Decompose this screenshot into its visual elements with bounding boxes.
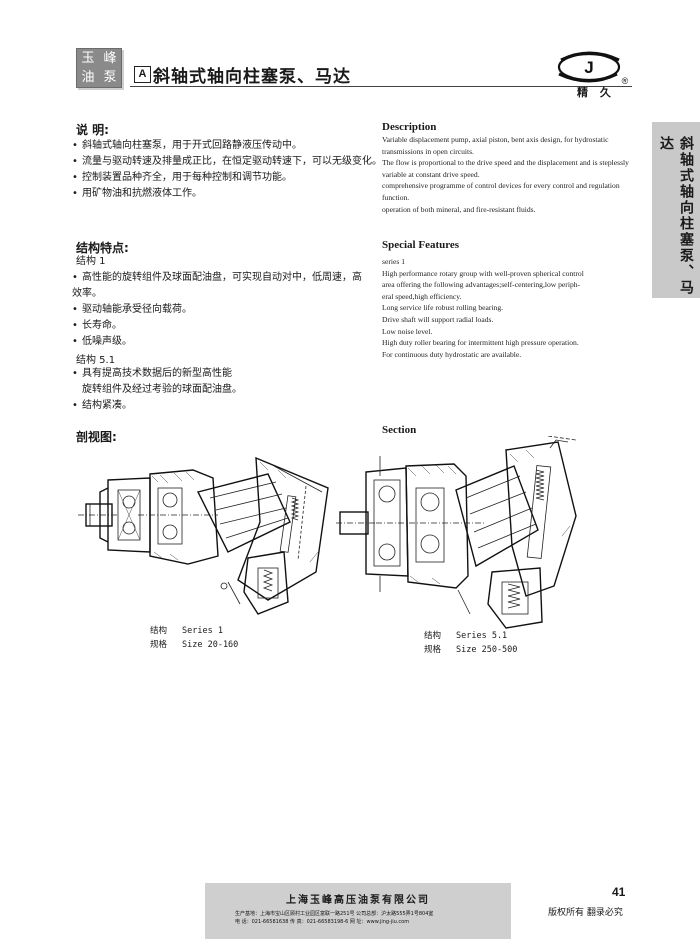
page-number: 41 <box>612 885 626 899</box>
copyright-notice: 版权所有 翻录必究 <box>548 908 623 918</box>
text-line: High performance rotary group with well-… <box>382 268 584 278</box>
list-item: 斜轴式轴向柱塞泵，用于开式回路静液压传动中。 <box>72 138 382 154</box>
text-line: For continuous duty hydrostatic are avai… <box>382 349 522 359</box>
list-item: 控制装置品种齐全，用于每种控制和调节功能。 <box>72 170 382 186</box>
features-heading-en: Special Features <box>382 239 460 251</box>
text-line: variable at constant drive speed. <box>382 169 480 179</box>
text-line: Long service life robust rolling bearing… <box>382 303 504 313</box>
footer-contact: 电 话：021-66581638 传 真：021-66583198-6 网 址：… <box>235 919 410 925</box>
text-line: Variable displacement pump, axial piston… <box>382 135 609 144</box>
footer-box: 上海玉峰高压油泵有限公司 生产基地：上海市宝山区顾村工业园区富联一路251号 公… <box>205 883 511 939</box>
text-line: comprehensive programme of control devic… <box>382 181 620 191</box>
header-rule <box>130 86 632 87</box>
list-item: 用矿物油和抗燃液体工作。 <box>72 186 382 202</box>
logo-char: 油 <box>81 70 95 85</box>
logo-char: 峰 <box>103 51 117 66</box>
company-logo: 玉 峰 油 泵 <box>76 48 122 88</box>
section-drawing-series1 <box>78 456 329 615</box>
series51-label: 结构 5.1 <box>76 355 116 366</box>
series1-features-list-cont: 驱动轴能承受径向载荷。 长寿命。 低噪声级。 <box>72 302 372 350</box>
text-line: High duty roller bearing for intermitten… <box>382 338 579 348</box>
caption-key: 结构 <box>150 626 168 636</box>
caption-value: Size 20-160 <box>182 640 239 650</box>
description-list-cn: 斜轴式轴向柱塞泵，用于开式回路静液压传动中。 流量与驱动转速及排量成正比，在恒定… <box>72 138 382 202</box>
side-tab: 斜轴式轴向柱塞泵、马达 <box>652 122 700 298</box>
registered-mark: ® <box>622 76 629 86</box>
text-line: Low noise level. <box>382 326 433 336</box>
caption-key: 结构 <box>424 631 442 641</box>
list-item: 驱动轴能承受径向载荷。 <box>72 302 372 318</box>
features-heading-cn: 结构特点: <box>76 241 129 255</box>
caption-value: Size 250-500 <box>456 645 518 655</box>
caption-value: Series 1 <box>182 626 223 636</box>
page-title: 斜轴式轴向柱塞泵、马达 <box>153 67 351 87</box>
section-drawing-series51 <box>336 436 577 629</box>
text-line: The flow is proportional to the drive sp… <box>382 158 629 168</box>
caption-series1: 结构 Series 1 规格 Size 20-160 <box>150 624 238 652</box>
text-line: operation of both mineral, and fire-resi… <box>382 204 536 214</box>
series51-features-list: 具有提高技术数据后的新型高性能 <box>72 366 372 382</box>
list-item-continuation: 效率。 <box>72 288 102 299</box>
brand-logo-icon: J ® <box>557 51 629 86</box>
text-line: series 1 <box>382 257 405 266</box>
description-heading-en: Description <box>382 121 437 133</box>
text-line: transmissions in open circuits. <box>382 146 474 156</box>
brand-name: 精 久 <box>577 86 615 99</box>
list-item: 结构紧凑。 <box>72 398 372 414</box>
list-item-text: 高性能的旋转组件及球面配油盘，可实现自动对中，低周速，高 <box>82 272 362 283</box>
caption-series51: 结构 Series 5.1 规格 Size 250-500 <box>424 629 517 657</box>
list-item: 长寿命。 <box>72 318 372 334</box>
logo-char: 玉 <box>81 51 95 66</box>
series1-features-list: 高性能的旋转组件及球面配油盘，可实现自动对中，低周速，高 <box>72 270 372 286</box>
caption-key: 规格 <box>150 640 168 650</box>
section-heading-en: Section <box>382 424 417 436</box>
footer-address: 生产基地：上海市宝山区顾村工业园区富联一路251号 公司总部：沪太路555弄1号… <box>235 911 434 917</box>
footer-company: 上海玉峰高压油泵有限公司 <box>286 895 430 906</box>
text-line: area offering the following advantages;s… <box>382 280 581 290</box>
text-line: function. <box>382 192 410 202</box>
list-item: 流量与驱动转速及排量成正比，在恒定驱动转速下，可以无级变化。 <box>72 154 382 170</box>
list-item: 低噪声级。 <box>72 334 372 350</box>
series1-label: 结构 1 <box>76 256 106 267</box>
list-item-continuation: 旋转组件及经过考验的球面配油盘。 <box>82 384 242 395</box>
logo-char: 泵 <box>103 70 117 85</box>
description-text-en: Variable displacement pump, axial piston… <box>382 134 629 215</box>
list-item: 高性能的旋转组件及球面配油盘，可实现自动对中，低周速，高 <box>72 270 372 286</box>
text-line: Drive shaft will support radial loads. <box>382 314 494 324</box>
features-text-en: series 1 High performance rotary group w… <box>382 256 584 360</box>
caption-value: Series 5.1 <box>456 631 508 641</box>
caption-key: 规格 <box>424 645 442 655</box>
list-item: 具有提高技术数据后的新型高性能 <box>72 366 372 382</box>
brand-letter: J <box>584 58 593 77</box>
description-heading-cn: 说 明: <box>76 123 109 137</box>
text-line: eral speed,high efficiency. <box>382 291 462 301</box>
section-badge: A <box>134 66 151 83</box>
side-tab-label: 斜轴式轴向柱塞泵、马达 <box>658 136 694 296</box>
series51-features-list-cont: 结构紧凑。 <box>72 398 372 414</box>
section-heading-cn: 剖视图: <box>76 430 117 444</box>
